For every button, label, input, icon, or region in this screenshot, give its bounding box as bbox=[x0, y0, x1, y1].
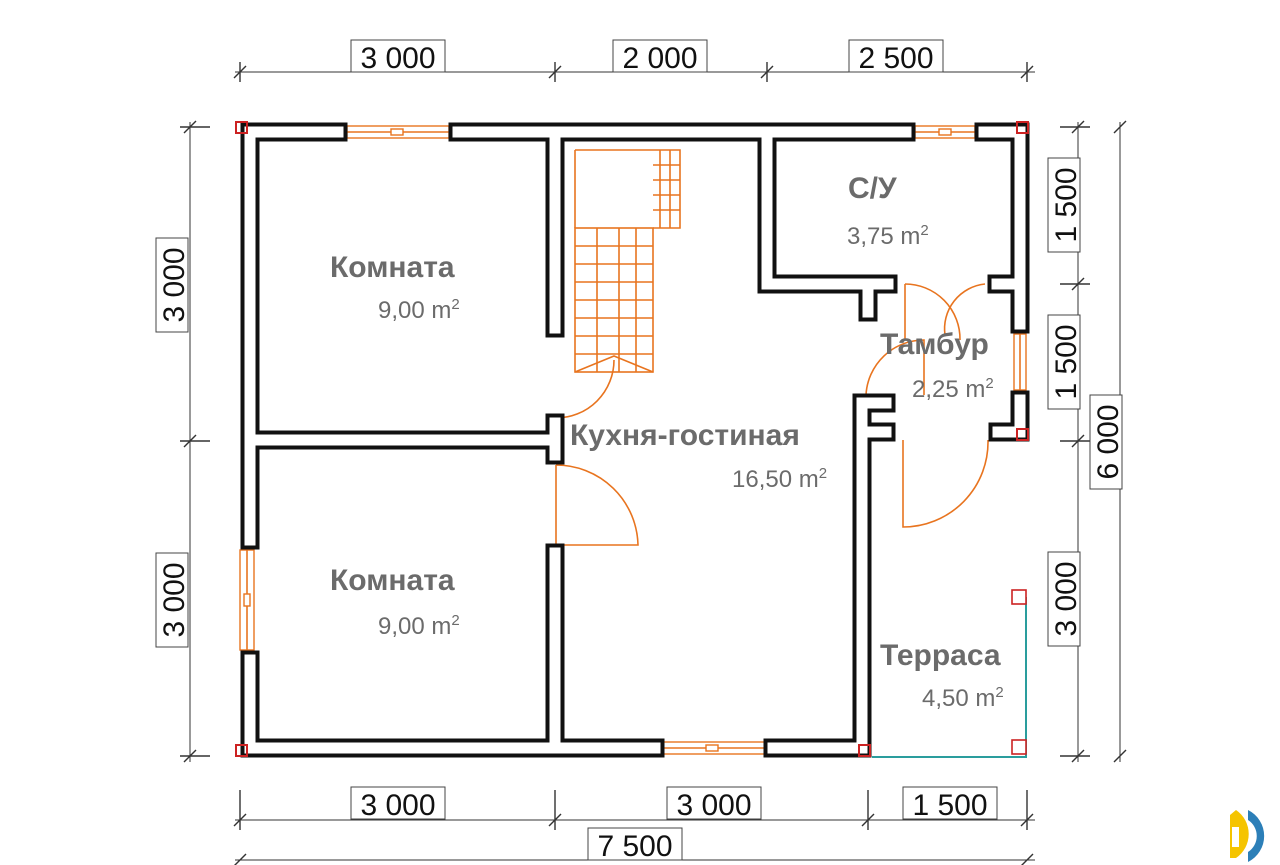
dim-total-width: 7 500 bbox=[597, 830, 672, 863]
room-name-su: С/У bbox=[848, 172, 897, 205]
dim-bottom-2: 3 000 bbox=[676, 789, 751, 822]
dim-bottom-1: 3 000 bbox=[360, 789, 435, 822]
room-area-komnata-bottom: 9,00 m2 bbox=[378, 612, 460, 640]
dimension-lines bbox=[180, 62, 1127, 865]
room-area-terrasa: 4,50 m2 bbox=[922, 684, 1004, 712]
dim-right-1: 1 500 bbox=[1050, 167, 1083, 242]
dim-left-1: 3 000 bbox=[158, 247, 191, 322]
room-labels: Комната 9,00 m2 Комната 9,00 m2 С/У 3,75… bbox=[330, 172, 1004, 712]
room-name-kuhnya: Кухня-гостиная bbox=[570, 419, 800, 452]
room-name-terrasa: Терраса bbox=[880, 639, 1001, 672]
room-area-kuhnya: 16,50 m2 bbox=[732, 465, 827, 493]
room-area-komnata-top: 9,00 m2 bbox=[378, 296, 460, 324]
room-area-tambur: 2,25 m2 bbox=[912, 375, 994, 403]
dim-top-3: 2 500 bbox=[858, 42, 933, 75]
staircase bbox=[574, 149, 681, 373]
room-name-tambur: Тамбур bbox=[880, 328, 989, 361]
dim-left-2: 3 000 bbox=[158, 562, 191, 637]
door-swings bbox=[555, 283, 989, 546]
room-name-komnata-top: Комната bbox=[330, 251, 455, 284]
dim-right-2: 1 500 bbox=[1050, 324, 1083, 399]
dim-total-height: 6 000 bbox=[1092, 404, 1125, 479]
brand-logo-icon bbox=[1230, 810, 1265, 862]
dim-right-3: 3 000 bbox=[1050, 561, 1083, 636]
room-name-komnata-bottom: Комната bbox=[330, 564, 455, 597]
dim-top-1: 3 000 bbox=[360, 42, 435, 75]
room-area-su: 3,75 m2 bbox=[847, 222, 929, 250]
dimension-labels: 3 000 2 000 2 500 3 000 3 000 1 500 7 50… bbox=[155, 39, 1125, 863]
terrace-railing bbox=[872, 589, 1027, 758]
dim-top-2: 2 000 bbox=[622, 42, 697, 75]
walls bbox=[235, 121, 1030, 758]
dim-bottom-3: 1 500 bbox=[912, 789, 987, 822]
